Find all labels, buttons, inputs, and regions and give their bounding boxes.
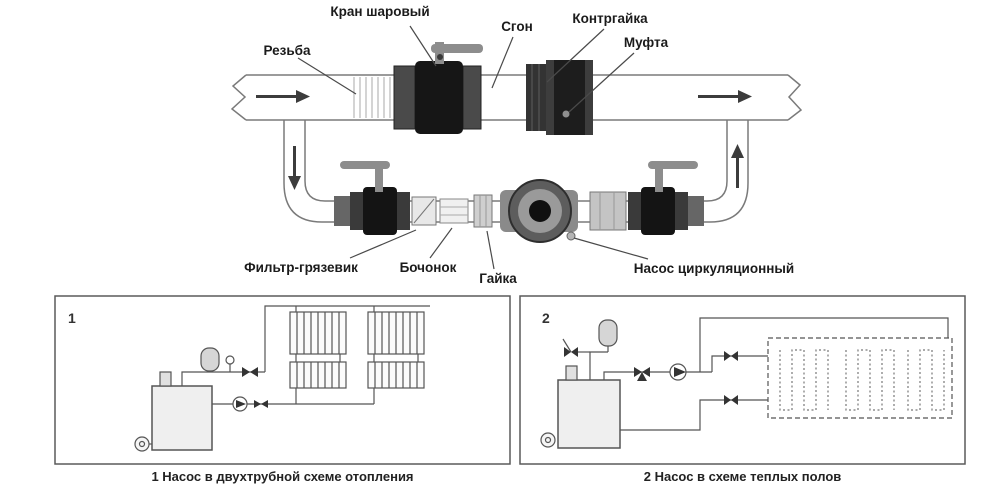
boiler-1 — [151, 385, 213, 451]
floor-loop-zone — [767, 337, 953, 419]
scheme-1-diagram — [134, 305, 430, 452]
nut-part — [473, 194, 493, 228]
boiler-1-burner — [134, 436, 150, 452]
scheme-2-diagram — [540, 317, 953, 449]
label-barrel: Бочонок — [399, 260, 457, 275]
circulation-pump-part — [500, 179, 578, 243]
flow-arrow-right — [698, 90, 752, 103]
flow-arrow-left — [256, 90, 310, 103]
label-ball-valve: Кран шаровый — [330, 4, 430, 19]
main-pipe — [230, 74, 803, 121]
expansion-tank-2 — [598, 319, 618, 347]
label-filter: Фильтр-грязевик — [244, 260, 358, 275]
three-way-valve — [634, 367, 650, 381]
label-coupling: Муфта — [623, 35, 669, 50]
barrel-part — [439, 198, 469, 224]
bypass-arrow-down — [288, 146, 301, 190]
locknut-part — [526, 64, 546, 131]
manifold-valve-return — [724, 395, 738, 405]
filter-part — [411, 196, 437, 226]
manifold-valve-supply — [724, 351, 738, 361]
valve-symbol — [254, 400, 268, 408]
scheme-1-box — [54, 295, 511, 465]
scheme-1-caption: 1 Насос в двухтрубной схеме отопления — [151, 469, 414, 484]
bypass-arrow-up — [731, 144, 744, 188]
safety-valve — [564, 347, 578, 357]
label-union-pipe: Сгон — [501, 19, 533, 34]
label-locknut: Контргайка — [572, 11, 648, 26]
gauge-1 — [225, 355, 235, 365]
radiator — [367, 311, 425, 355]
hex-nut-right — [589, 191, 627, 231]
label-thread: Резьба — [263, 43, 311, 58]
boiler-2-burner — [540, 432, 556, 448]
leader-lines — [297, 25, 649, 270]
scheme-2-caption: 2 Насос в схеме теплых полов — [643, 469, 842, 484]
radiator — [367, 361, 425, 389]
bypass-valve-left — [334, 161, 410, 235]
label-nut: Гайка — [479, 271, 517, 286]
thread-marks — [353, 77, 391, 118]
bypass-valve-right — [628, 161, 704, 235]
ball-valve-main — [393, 42, 483, 134]
radiator — [289, 311, 347, 355]
label-pump: Насос циркуляционный — [633, 261, 795, 276]
boiler-2-chimney — [565, 365, 578, 381]
boiler-1-chimney — [159, 371, 172, 387]
boiler-2 — [557, 379, 621, 449]
radiator — [289, 361, 347, 389]
coupling-part — [546, 60, 593, 135]
valve-symbol — [242, 367, 258, 377]
scheme-1-number: 1 — [68, 310, 76, 326]
expansion-tank-1 — [200, 347, 220, 372]
scheme-2-number: 2 — [542, 310, 550, 326]
